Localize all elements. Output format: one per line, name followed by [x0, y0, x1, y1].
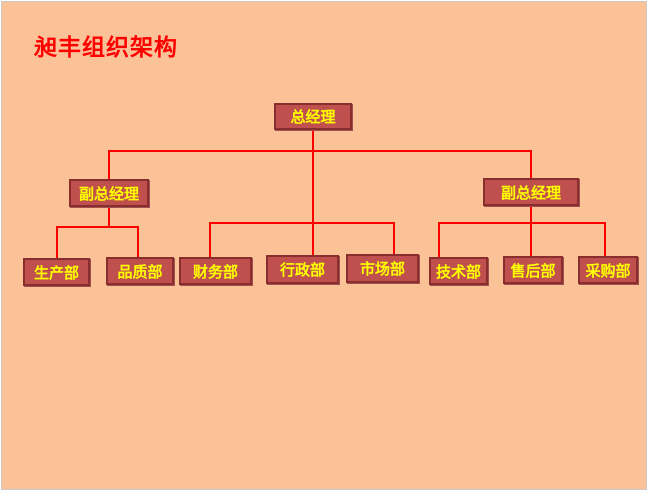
- node-finance-dept: 财务部: [179, 257, 252, 285]
- node-quality-dept: 品质部: [106, 257, 174, 285]
- node-marketing-dept: 市场部: [346, 254, 419, 283]
- node-purchasing-dept: 采购部: [578, 256, 638, 284]
- node-admin-dept: 行政部: [266, 255, 339, 284]
- node-production-dept: 生产部: [23, 258, 90, 286]
- node-after-sales-dept: 售后部: [503, 256, 563, 284]
- node-general-manager: 总经理: [274, 103, 352, 130]
- node-technology-dept: 技术部: [429, 257, 488, 285]
- node-left-deputy-manager: 副总经理: [69, 179, 149, 207]
- page-title: 昶丰组织架构: [34, 35, 178, 61]
- node-right-deputy-manager: 副总经理: [483, 178, 579, 206]
